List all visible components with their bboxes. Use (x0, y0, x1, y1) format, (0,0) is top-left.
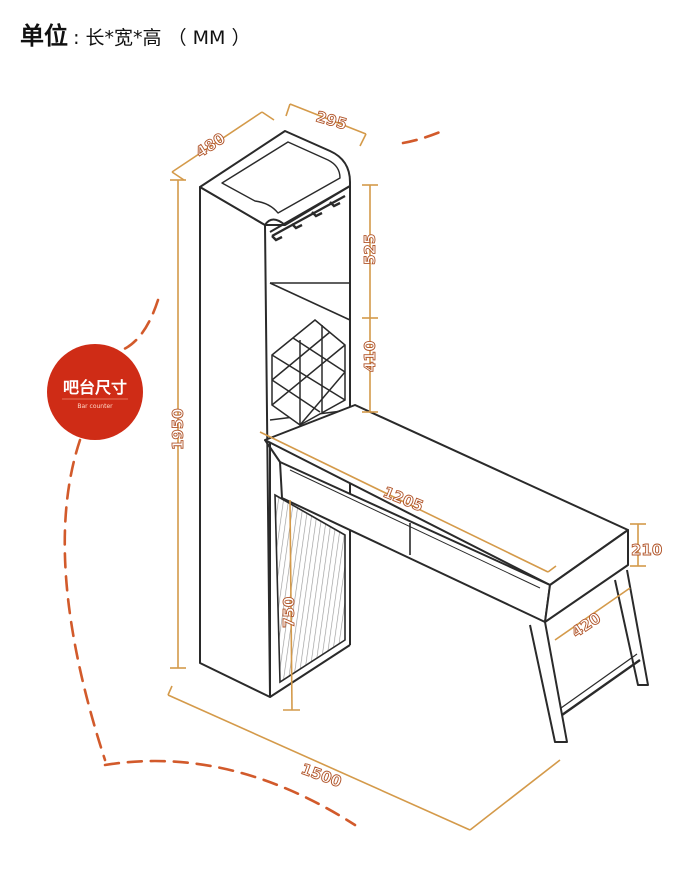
glass-hanger (271, 194, 346, 242)
dim-overall-length: 1500 (299, 760, 344, 791)
dim-wine-rack-height: 410 (361, 341, 379, 372)
dimension-lines (167, 103, 646, 831)
dim-cabinet-depth: 480 (192, 129, 228, 161)
dim-total-height: 1950 (169, 408, 187, 450)
wine-rack-grid (271, 319, 346, 426)
bar-counter-badge: 吧台尺寸 Bar counter (47, 344, 143, 440)
dim-desk-thickness: 210 (631, 541, 662, 559)
desk (264, 404, 649, 743)
badge-circle (47, 344, 143, 440)
badge-subtitle: Bar counter (77, 403, 113, 410)
dim-cabinet-width: 295 (314, 108, 349, 134)
unit-label: 单位 : 长*宽*高 （ MM ） (20, 16, 250, 51)
glass-door (274, 493, 346, 684)
dim-desk-depth: 420 (568, 609, 604, 641)
dim-top-shelf-height: 525 (361, 234, 379, 265)
guide-curves (63, 130, 442, 827)
unit-description: : 长*宽*高 （ MM ） (73, 27, 251, 49)
unit-title: 单位 (20, 22, 68, 50)
badge-title: 吧台尺寸 (63, 378, 127, 397)
dim-lower-height: 750 (280, 597, 298, 628)
